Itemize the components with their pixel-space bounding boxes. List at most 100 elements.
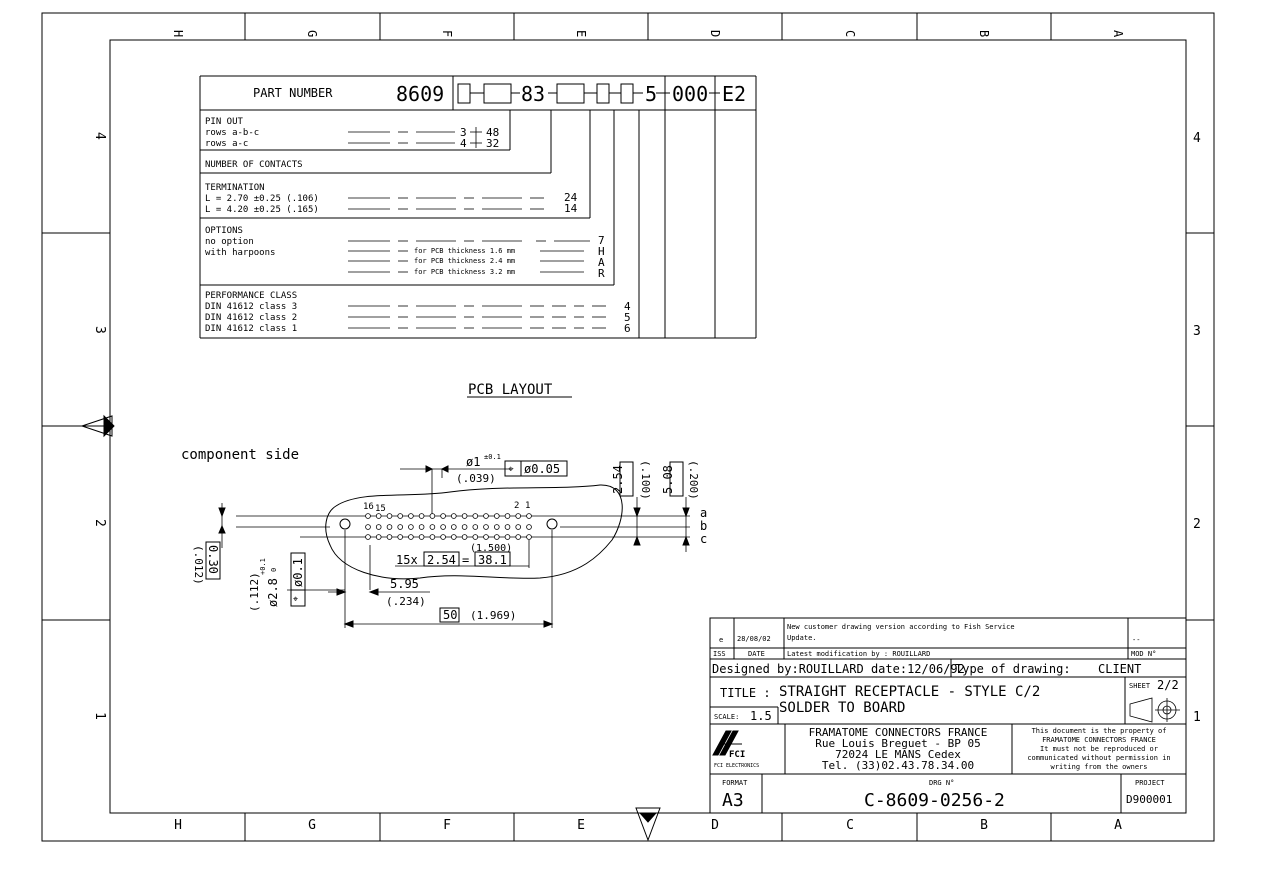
options-code-r: R: [598, 267, 605, 280]
row-left-3: 3: [92, 326, 107, 334]
contact-hole: [418, 534, 425, 540]
part-number-table: PART NUMBER 8609 83 5 000 E2 PIN OUT row…: [199, 75, 757, 339]
pcb-layout-title: PCB LAYOUT: [468, 382, 553, 398]
termination-row1-label: L = 2.70 ±0.25 (.106): [205, 194, 319, 204]
pcb-break-outline: [325, 484, 623, 580]
contact-hole-grid: [365, 513, 532, 540]
performance-row1-label: DIN 41612 class 3: [205, 302, 297, 312]
pinout-row1-code: 3: [460, 126, 467, 139]
component-side-label: component side: [181, 447, 299, 463]
contact-hole: [386, 534, 393, 540]
contact-hole: [472, 524, 479, 530]
notice-line-4: communicated without permission in: [1027, 754, 1170, 762]
part-number-000: 000: [672, 82, 708, 106]
iss-label: ISS: [713, 650, 726, 658]
edge-dimension-inch: (.012): [192, 545, 205, 585]
contact-hole: [515, 513, 521, 519]
row-left-1: 1: [92, 712, 107, 720]
mount-hole-diameter: ø2.8: [266, 578, 280, 607]
title-line-1: STRAIGHT RECEPTACLE - STYLE C/2: [779, 684, 1040, 700]
contact-hole: [461, 524, 468, 530]
latest-modification: Latest modification by : ROUILLARD: [787, 650, 930, 658]
contact-hole: [515, 534, 521, 540]
contact-hole: [408, 534, 414, 540]
span-total: 38.1: [478, 553, 507, 567]
hole-position-tolerance: ø0.05: [524, 462, 560, 476]
rev-description-2: Update.: [787, 634, 817, 642]
pinout-row2-code: 4: [460, 137, 467, 150]
termination-row2-label: L = 4.20 ±0.25 (.165): [205, 205, 319, 215]
zone-top-e: E: [574, 30, 588, 37]
contact-hole: [365, 513, 371, 519]
mount-hole-tol-low: 0: [270, 568, 278, 572]
pin-label-15: 15: [375, 504, 386, 514]
row-pitch-254: 2.54: [611, 465, 625, 494]
part-number-label: PART NUMBER: [253, 86, 333, 100]
notice-line-2: FRAMATOME CONNECTORS FRANCE: [1042, 736, 1156, 744]
pinout-title: PIN OUT: [205, 117, 244, 127]
zone-bottom-c: C: [846, 818, 854, 833]
sheet-label: SHEET: [1129, 682, 1151, 690]
options-pcb-2: for PCB thickness 2.4 mm: [414, 257, 515, 265]
contact-hole: [504, 513, 511, 519]
mount-hole-right: [546, 518, 558, 530]
row-label-c: c: [700, 532, 707, 546]
contact-hole: [408, 524, 414, 530]
contact-hole: [526, 524, 532, 530]
mount-position-symbol-icon: ⌖: [293, 595, 298, 605]
contact-hole: [493, 513, 500, 519]
pin-label-16: 16: [363, 502, 374, 512]
notice-line-5: writing from the owners: [1051, 763, 1148, 771]
contact-hole: [461, 534, 468, 540]
performance-row2-value: 5: [624, 311, 631, 324]
span-equals: =: [462, 553, 469, 567]
title-line-2: SOLDER TO BOARD: [779, 700, 905, 716]
contact-hole: [418, 513, 425, 519]
company-address-1: Rue Louis Breguet - BP 05: [815, 737, 981, 750]
hole-diameter-tol: ±0.1: [484, 453, 501, 461]
fci-logo: [712, 730, 742, 756]
drg-number-label: DRG N°: [929, 779, 954, 787]
zone-top-a: A: [1111, 30, 1125, 38]
logo-text: FCI: [729, 750, 745, 760]
contact-hole: [526, 513, 532, 519]
title-label: TITLE :: [720, 686, 771, 700]
termination-row2-value: 14: [564, 202, 578, 215]
part-number-prefix: 8609: [396, 82, 444, 106]
contact-hole: [397, 534, 404, 540]
mount-hole-inch: (.112): [248, 572, 261, 612]
contact-hole: [472, 534, 479, 540]
hole-diameter: ø1: [466, 455, 480, 469]
contacts-title: NUMBER OF CONTACTS: [205, 160, 303, 170]
rev-mod: --: [1132, 636, 1140, 644]
zone-bottom-b: B: [980, 818, 988, 833]
contact-hole: [493, 524, 500, 530]
options-no-option: no option: [205, 237, 254, 247]
rev-letter: e: [719, 636, 723, 644]
contact-hole: [429, 513, 436, 519]
pinout-row2-label: rows a-c: [205, 139, 248, 149]
span-inch: (1.500): [470, 543, 512, 554]
contact-hole: [375, 534, 382, 540]
pin-label-1: 1: [525, 501, 530, 511]
projection-symbol-icon: [1129, 697, 1180, 723]
contact-hole: [493, 534, 500, 540]
zone-top-d: D: [708, 30, 722, 37]
company-phone: Tel. (33)02.43.78.34.00: [822, 759, 974, 772]
options-pcb-3: for PCB thickness 3.2 mm: [414, 268, 515, 276]
contact-hole: [461, 513, 468, 519]
performance-title: PERFORMANCE CLASS: [205, 291, 297, 301]
format-value: A3: [722, 790, 744, 811]
contact-hole: [365, 534, 371, 540]
termination-title: TERMINATION: [205, 183, 265, 193]
project-value: D900001: [1126, 793, 1172, 806]
contact-hole: [408, 513, 414, 519]
rev-description-1: New customer drawing version according t…: [787, 623, 1015, 631]
contact-hole: [397, 524, 404, 530]
contact-hole: [386, 524, 393, 530]
zone-top-b: B: [977, 30, 991, 37]
contact-hole: [450, 524, 457, 530]
contact-hole: [440, 513, 446, 519]
options-with-harpoons: with harpoons: [205, 248, 275, 258]
